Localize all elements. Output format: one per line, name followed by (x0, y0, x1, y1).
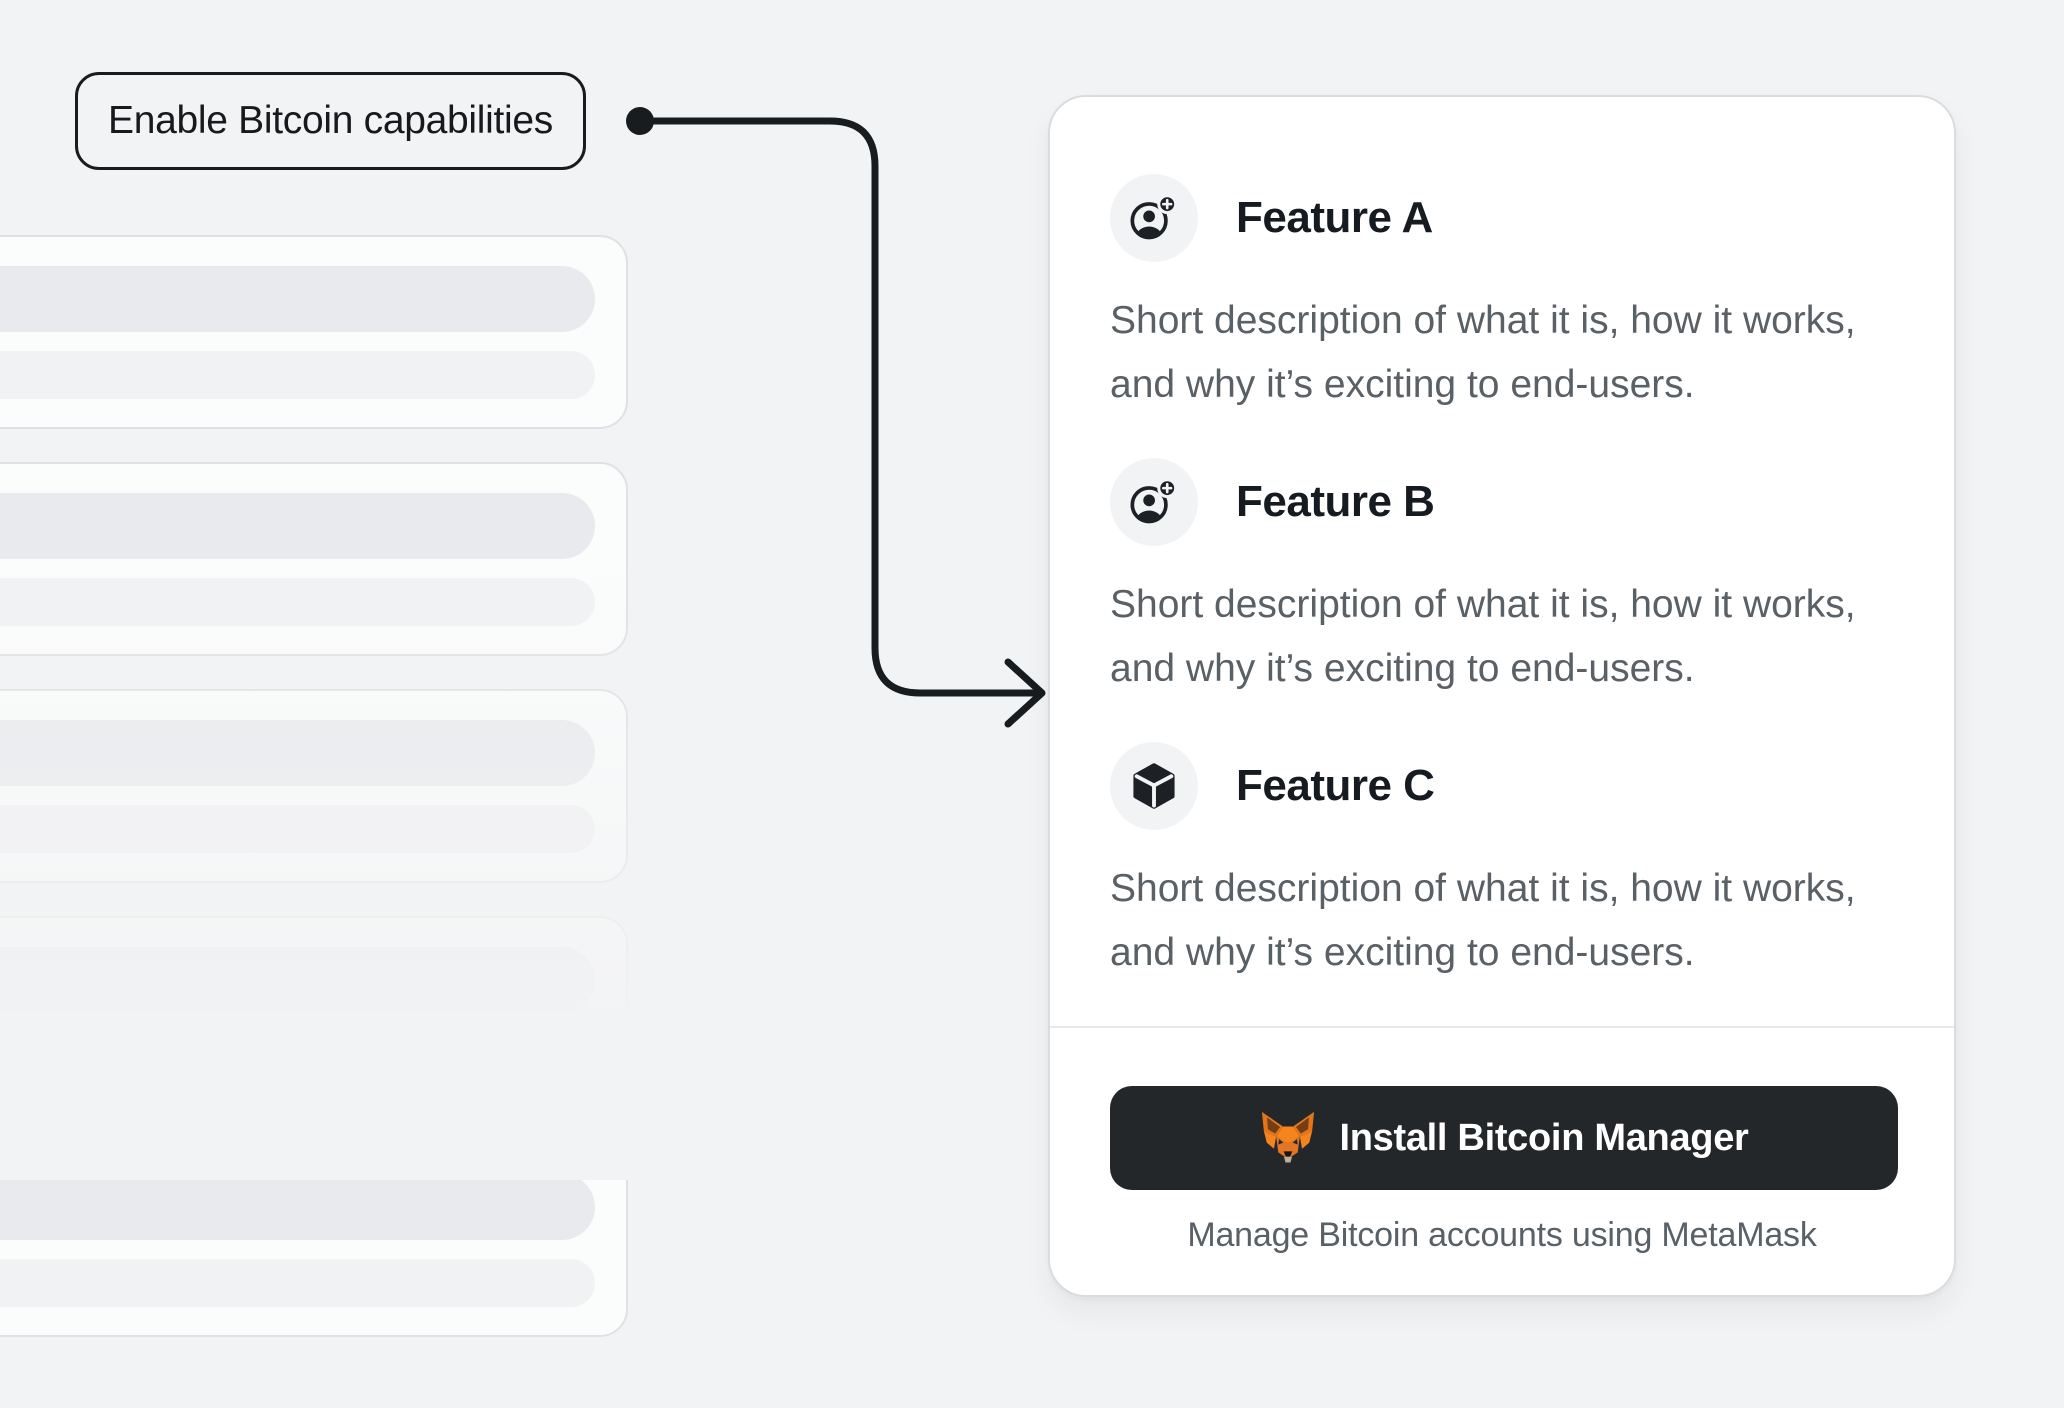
skeleton-pill (0, 1174, 595, 1240)
feature-description: Short description of what it is, how it … (1110, 867, 1856, 974)
feature-block: Feature C Short description of what it i… (1110, 742, 1894, 985)
connector-line (636, 117, 1040, 697)
feature-description: Short description of what it is, how it … (1110, 299, 1856, 406)
skeleton-pill (0, 1259, 595, 1307)
annotation-text: Enable Bitcoin capabilities (108, 99, 554, 142)
card-footer: Install Bitcoin Manager Manage Bitcoin a… (1110, 1028, 1898, 1255)
feature-block: Feature B Short description of what it i… (1110, 458, 1894, 701)
feature-title: Feature A (1236, 193, 1433, 242)
annotation-label: Enable Bitcoin capabilities (75, 72, 587, 170)
feature-header: Feature A (1110, 174, 1894, 262)
skeleton-pill (0, 805, 595, 853)
skeleton-pill (0, 1032, 595, 1080)
metamask-fox-icon (1259, 1111, 1317, 1165)
divider (1050, 1026, 1954, 1028)
feature-header: Feature B (1110, 458, 1894, 546)
skeleton-card (0, 916, 628, 1110)
skeleton-list (0, 235, 628, 1370)
user-add-icon (1110, 174, 1198, 262)
feature-header: Feature C (1110, 742, 1894, 830)
feature-block: Feature A Short description of what it i… (1110, 174, 1894, 417)
skeleton-card (0, 689, 628, 883)
cube-icon (1110, 742, 1198, 830)
feature-card: Feature A Short description of what it i… (1048, 95, 1956, 1297)
feature-description: Short description of what it is, how it … (1110, 583, 1856, 690)
skeleton-pill (0, 266, 595, 332)
button-caption: Manage Bitcoin accounts using MetaMask (1187, 1216, 1817, 1254)
skeleton-pill (0, 947, 595, 1013)
skeleton-card (0, 235, 628, 429)
feature-list: Feature A Short description of what it i… (1110, 174, 1894, 985)
skeleton-pill (0, 720, 595, 786)
feature-title: Feature C (1236, 761, 1435, 810)
feature-title: Feature B (1236, 477, 1435, 526)
skeleton-pill (0, 578, 595, 626)
install-bitcoin-manager-button[interactable]: Install Bitcoin Manager (1110, 1086, 1898, 1190)
skeleton-card (0, 462, 628, 656)
user-add-icon (1110, 458, 1198, 546)
install-button-label: Install Bitcoin Manager (1339, 1116, 1749, 1159)
skeleton-pill (0, 351, 595, 399)
skeleton-pill (0, 493, 595, 559)
connector-dot (626, 107, 654, 135)
arrowhead-icon (1004, 658, 1046, 728)
skeleton-card (0, 1143, 628, 1337)
